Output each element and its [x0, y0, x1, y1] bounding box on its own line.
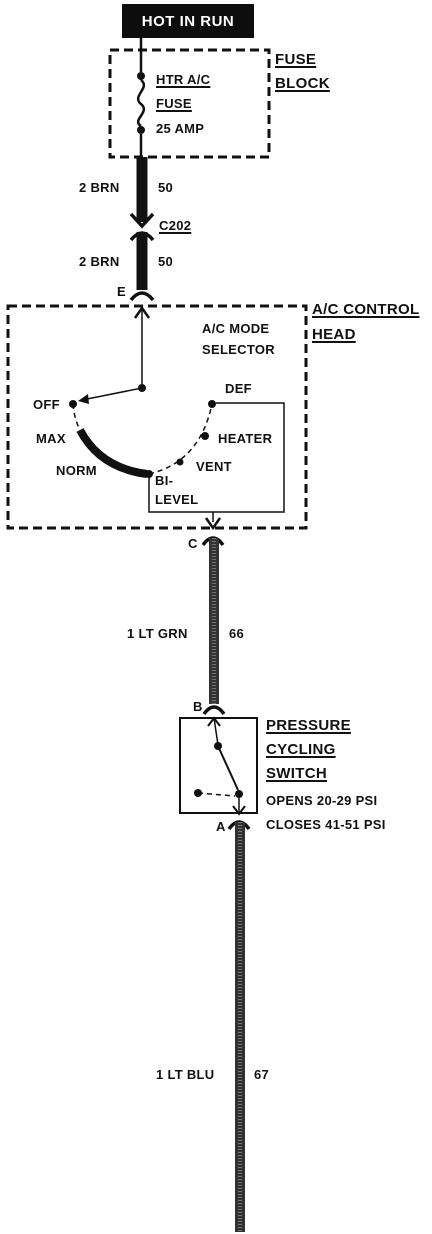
wire-middle-gauge: 1 LT GRN	[127, 626, 188, 641]
switch-name-1: PRESSURE	[266, 717, 351, 734]
wire-lower-circuit: 67	[254, 1067, 270, 1082]
selector-arm	[81, 387, 143, 401]
switch-contact-bottom	[235, 790, 243, 798]
wire-upper2-circuit: 50	[158, 254, 174, 269]
switch-name-3: SWITCH	[266, 765, 327, 782]
wire-lower-gauge: 1 LT BLU	[156, 1067, 215, 1082]
switch-lead-top	[213, 717, 219, 746]
switch-name-2: CYCLING	[266, 741, 336, 758]
fuse-block-outline	[108, 48, 271, 159]
pin-b-female	[202, 705, 226, 716]
hot-in-run-header: HOT IN RUN	[122, 4, 254, 38]
fuse-terminal-top	[137, 72, 145, 80]
fuse-symbol	[136, 79, 146, 128]
wire-middle-circuit: 66	[229, 626, 245, 641]
selector-arc-bilevel-def	[148, 403, 213, 475]
pressure-switch-box	[179, 717, 258, 814]
pin-e-label: E	[117, 284, 126, 299]
wire-upper1-gauge: 2 BRN	[79, 180, 120, 195]
contact-heater	[201, 432, 209, 440]
control-head-outline	[6, 304, 308, 530]
selector-arm-arrow	[78, 394, 89, 404]
pin-b-label: B	[193, 699, 203, 714]
position-def: DEF	[225, 381, 252, 396]
position-bilevel-1: BI-	[155, 473, 174, 488]
position-bilevel-2: LEVEL	[155, 492, 199, 507]
position-max: MAX	[36, 431, 66, 446]
fuse-terminal-bottom	[137, 126, 145, 134]
pin-c-male	[204, 517, 222, 531]
position-off: OFF	[33, 397, 60, 412]
pin-a-label: A	[216, 819, 226, 834]
wire-upper2-gauge: 2 BRN	[79, 254, 120, 269]
contact-def	[208, 400, 216, 408]
switch-blade	[217, 745, 239, 791]
fuse-block-title-1: FUSE	[275, 51, 317, 68]
selector-label-2: SELECTOR	[202, 342, 275, 357]
position-norm: NORM	[56, 463, 97, 478]
control-head-title-2: HEAD	[312, 326, 356, 343]
switch-opens: OPENS 20-29 PSI	[266, 793, 378, 808]
connector-c202-label: C202	[159, 218, 192, 233]
selector-arc-off-max	[72, 403, 81, 431]
pin-c-label: C	[188, 536, 198, 551]
selector-output-loop	[148, 402, 285, 513]
position-heater: HEATER	[218, 431, 273, 446]
contact-vent	[176, 458, 184, 466]
position-vent: VENT	[196, 459, 232, 474]
wire-upper1-circuit: 50	[158, 180, 174, 195]
fuse-block-title-2: BLOCK	[275, 75, 330, 92]
control-head-title-1: A/C CONTROL	[312, 301, 420, 318]
fuse-name-1: HTR A/C	[156, 72, 211, 87]
fuse-rating: 25 AMP	[156, 121, 205, 136]
switch-closes: CLOSES 41-51 PSI	[266, 817, 386, 832]
pin-a-male	[232, 805, 246, 816]
selector-arc-max-bilevel	[76, 428, 148, 478]
selector-label-1: A/C MODE	[202, 321, 270, 336]
connector-c202-male	[129, 212, 155, 229]
fuse-name-2: FUSE	[156, 96, 192, 111]
pin-e-female	[129, 291, 155, 302]
switch-alt-path	[197, 792, 236, 797]
